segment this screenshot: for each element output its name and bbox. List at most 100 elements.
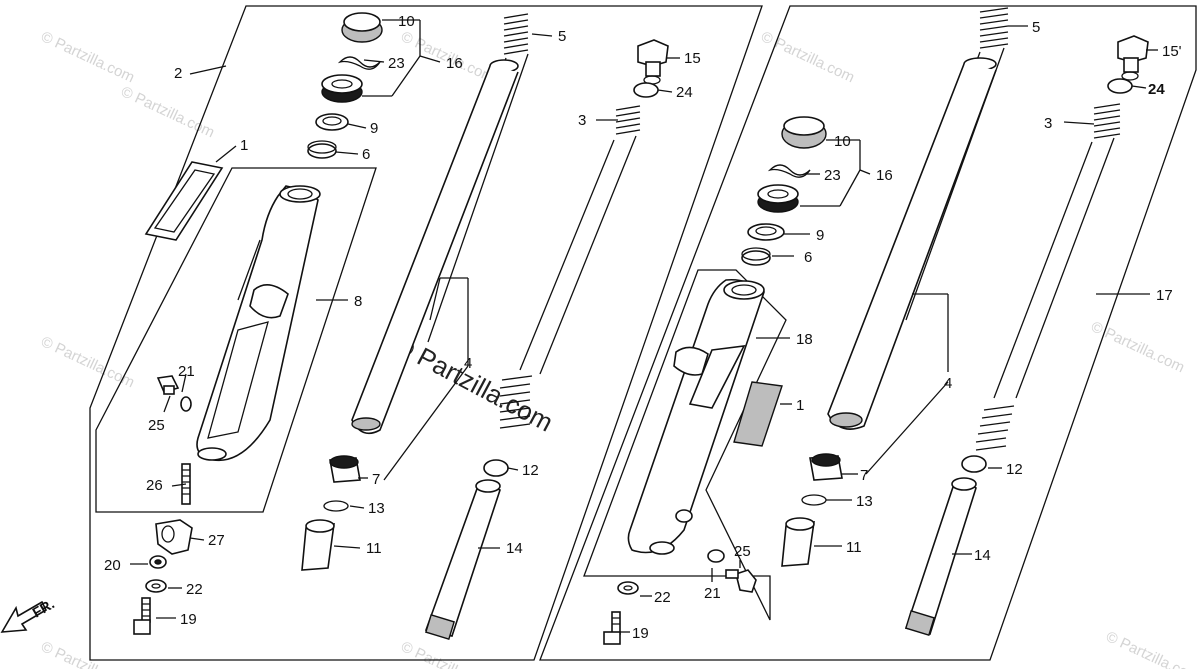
watermark-2: © Partzilla.com: [118, 83, 217, 141]
label-14: 14: [974, 547, 991, 564]
damper-rod-part: [424, 479, 501, 640]
watermark-5: © Partzilla.com: [1088, 318, 1187, 376]
label-1: 1: [796, 397, 804, 414]
right-labels: 5 15' 24 3 10 23 16 9 6 18 1 17 4 7 12 1…: [632, 19, 1182, 642]
back-up-ring-part: [747, 223, 785, 241]
label-9: 9: [816, 227, 824, 244]
fork-bolt-part: [637, 39, 669, 85]
label-15-prime: 15': [1162, 43, 1182, 60]
watermark-6: © Partzilla.com: [38, 333, 137, 391]
leader-lines: [130, 19, 1158, 633]
washer-part: [149, 555, 167, 569]
label-10: 10: [834, 133, 851, 150]
oil-seal-part: [757, 184, 799, 213]
socket-bolt-part: [156, 375, 192, 412]
label-26: 26: [146, 477, 163, 494]
label-11: 11: [366, 540, 382, 557]
label-24: 24: [1148, 81, 1165, 98]
label-3: 3: [578, 112, 586, 129]
socket-bolt-part: [725, 569, 757, 593]
label-2: 2: [174, 65, 182, 82]
o-ring-part: [1107, 78, 1133, 94]
watermark-9: © Partzilla.com: [398, 638, 497, 669]
dust-seal-cap-part: [341, 12, 383, 43]
label-19: 19: [632, 625, 649, 642]
label-4: 4: [464, 355, 472, 372]
back-up-ring-part: [315, 113, 349, 131]
oil-lock-piece-part: [301, 519, 335, 571]
washer-part: [617, 581, 639, 595]
label-13: 13: [368, 500, 385, 517]
label-3: 3: [1044, 115, 1052, 132]
slider-bushing-part: [741, 247, 771, 266]
flange-bolt-part: [603, 611, 621, 645]
label-7: 7: [372, 471, 380, 488]
guide-bushing-part: [809, 453, 843, 481]
label-23: 23: [824, 167, 841, 184]
right-assembly-frame: [539, 5, 1197, 661]
label-16: 16: [876, 167, 893, 184]
dust-seal-cap-part: [781, 116, 827, 149]
label-5: 5: [558, 28, 566, 45]
label-6: 6: [362, 146, 370, 163]
left-slider-frame: [95, 167, 377, 513]
watermark-1: © Partzilla.com: [38, 28, 137, 86]
slider-bushing-part: [307, 140, 337, 159]
label-22: 22: [186, 581, 203, 598]
fork-slider-part: [627, 278, 765, 555]
label-22: 22: [654, 589, 671, 606]
arrow-icon: [0, 600, 48, 633]
left-assembly-frame: [89, 5, 763, 661]
rebound-spring-part: [975, 405, 1015, 451]
watermarks: © Partzilla.com © Partzilla.com © Partzi…: [38, 28, 1200, 669]
gasket-part: [144, 161, 224, 241]
fork-slider-part: [196, 185, 321, 462]
damper-spring-part: [519, 105, 641, 375]
label-27: 27: [208, 532, 225, 549]
label-25: 25: [734, 543, 751, 560]
right-parts: [583, 7, 1149, 645]
left-parts: [133, 12, 669, 640]
piston-ring-part: [961, 455, 987, 473]
label-9: 9: [370, 120, 378, 137]
label-17: 17: [1156, 287, 1173, 304]
label-4: 4: [944, 375, 952, 392]
label-8: 8: [354, 293, 362, 310]
watermark-8: © Partzilla.com: [38, 638, 137, 669]
fork-bolt-part: [1117, 35, 1149, 81]
label-23: 23: [388, 55, 405, 72]
circlip-part: [323, 500, 349, 512]
damper-rod-part: [904, 477, 977, 636]
gasket-part: [733, 381, 783, 447]
fork-pipe-part: [827, 57, 997, 430]
label-13: 13: [856, 493, 873, 510]
circlip-part: [801, 494, 827, 506]
label-21: 21: [704, 585, 721, 602]
label-10: 10: [398, 13, 415, 30]
label-19: 19: [180, 611, 197, 628]
clip-part: [337, 56, 381, 70]
rebound-spring-part: [499, 375, 533, 429]
washer-part: [707, 549, 725, 563]
fork-pipe-part: [351, 59, 519, 435]
label-15: 15: [684, 50, 701, 67]
label-6: 6: [804, 249, 812, 266]
flange-bolt-part: [133, 597, 151, 635]
clip-part: [767, 164, 811, 178]
label-16: 16: [446, 55, 463, 72]
label-18: 18: [796, 331, 813, 348]
label-24: 24: [676, 84, 693, 101]
front-direction-arrow: FR.: [0, 595, 57, 633]
label-12: 12: [522, 462, 539, 479]
oil-seal-part: [321, 74, 363, 103]
label-11: 11: [846, 539, 862, 556]
watermark-center: © Partzilla.com: [389, 329, 558, 438]
label-25: 25: [148, 417, 165, 434]
damper-spring-part: [993, 103, 1121, 399]
watermark-7: © Partzilla.com: [1103, 628, 1200, 669]
washer-part: [145, 579, 167, 593]
watermark-4: © Partzilla.com: [758, 28, 857, 86]
axle-holder-part: [155, 519, 193, 555]
